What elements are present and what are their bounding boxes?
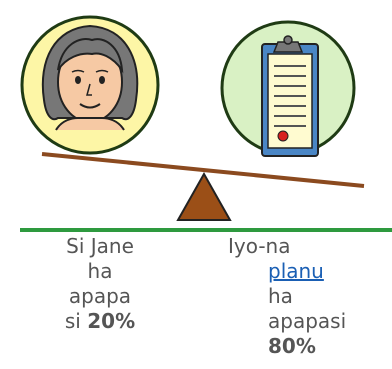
caption-right-line3: ha	[268, 284, 293, 308]
caption-right-link-line: planu	[228, 259, 368, 284]
ground-line	[20, 228, 392, 232]
caption-left-line1: Si Jane	[66, 234, 134, 258]
caption-right-line5: 80%	[228, 334, 368, 359]
balance-beam	[41, 152, 365, 188]
woman-face-icon	[20, 15, 160, 155]
caption-left: Si Jane ha apapa si 20%	[40, 234, 160, 334]
caption-left-percentage: 20%	[87, 309, 136, 333]
caption-right-line4: apapasi	[268, 309, 347, 333]
caption-left-line4: si 20%	[40, 309, 160, 334]
plan-link[interactable]: planu	[268, 259, 324, 283]
fulcrum-triangle	[176, 171, 232, 221]
caption-left-prefix: si	[64, 309, 88, 333]
caption-right: Iyo-na planu ha apapasi 80%	[228, 234, 368, 359]
caption-left-line2: ha	[87, 259, 113, 283]
caption-right-line1: Iyo-na	[228, 234, 291, 258]
caption-left-line3: apapa	[68, 284, 132, 308]
balance-scale-illustration	[20, 15, 365, 221]
caption-right-percentage: 80%	[268, 334, 316, 358]
clipboard-document-icon	[220, 20, 356, 157]
